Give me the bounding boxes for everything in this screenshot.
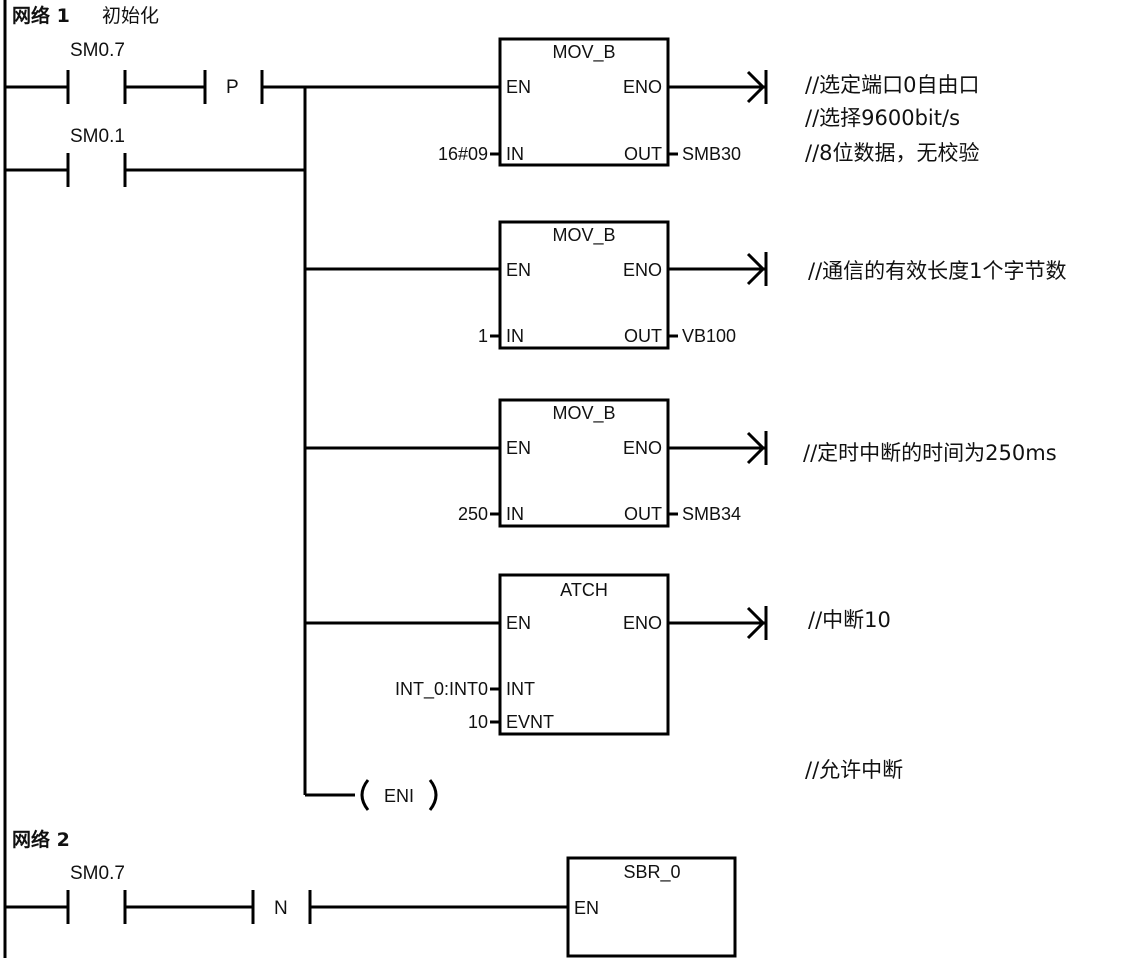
contact-sm0-7-label: SM0.7 xyxy=(70,40,125,61)
block-1-in-pin: IN xyxy=(506,144,524,164)
block-3-en: EN xyxy=(506,438,531,458)
atch-block-eno: ENO xyxy=(623,613,662,633)
mov-b-block-1[interactable] xyxy=(498,37,670,167)
eno-arrow-2 xyxy=(746,252,768,286)
atch-block-name: ATCH xyxy=(560,580,608,600)
block-2-eno: ENO xyxy=(623,260,662,280)
contact-sm0-7-n2-label: SM0.7 xyxy=(70,863,125,884)
eno-arrow-4 xyxy=(746,606,768,640)
block-3-eno: ENO xyxy=(623,438,662,458)
block-3-out-pin: OUT xyxy=(624,504,662,524)
block-2-out-value: VB100 xyxy=(682,326,736,346)
mov-b-block-2[interactable] xyxy=(498,220,670,350)
eni-coil-label: ENI xyxy=(384,786,414,806)
comment-comm-length: //通信的有效长度1个字节数 xyxy=(808,259,1067,283)
contact-sm0-1[interactable] xyxy=(66,153,127,187)
block-3-in-pin: IN xyxy=(506,504,524,524)
block-3-name: MOV_B xyxy=(552,403,615,424)
block-1-out-value: SMB30 xyxy=(682,144,741,164)
comment-data-bits: //8位数据，无校验 xyxy=(805,141,980,165)
sbr-0-name: SBR_0 xyxy=(623,862,680,883)
atch-block-int-pin: INT xyxy=(506,679,535,699)
network-1-title: 网络 1 xyxy=(12,4,70,27)
block-1-en: EN xyxy=(506,77,531,97)
negative-edge-label: N xyxy=(274,898,288,919)
sbr-0-block[interactable] xyxy=(566,856,737,958)
comment-baud-rate: //选择9600bit/s xyxy=(805,106,960,130)
atch-evnt-value: 10 xyxy=(468,712,488,732)
atch-block-en: EN xyxy=(506,613,531,633)
block-3-in-value: 250 xyxy=(458,504,488,524)
comment-enable-interrupt: //允许中断 xyxy=(805,758,903,782)
comment-interrupt-10: //中断10 xyxy=(808,608,891,632)
contact-sm0-7-network-2[interactable] xyxy=(66,890,127,924)
comment-select-port: //选定端口0自由口 xyxy=(805,73,980,97)
eni-coil[interactable] xyxy=(360,779,438,811)
block-2-in-value: 1 xyxy=(478,326,488,346)
block-1-name: MOV_B xyxy=(552,42,615,63)
contact-sm0-1-label: SM0.1 xyxy=(70,126,125,147)
network-2-title: 网络 2 xyxy=(12,828,70,851)
network-1-comment: 初始化 xyxy=(102,5,159,27)
comment-timer-interrupt: //定时中断的时间为250ms xyxy=(803,441,1057,465)
atch-block-evnt-pin: EVNT xyxy=(506,712,554,732)
block-1-eno: ENO xyxy=(623,77,662,97)
block-2-name: MOV_B xyxy=(552,225,615,246)
sbr-0-en: EN xyxy=(574,898,599,918)
block-3-out-value: SMB34 xyxy=(682,504,741,524)
atch-int-value: INT_0:INT0 xyxy=(395,679,488,700)
mov-b-block-3[interactable] xyxy=(498,398,670,528)
block-2-en: EN xyxy=(506,260,531,280)
block-1-in-value: 16#09 xyxy=(438,144,488,164)
eno-arrow-1 xyxy=(746,70,768,104)
contact-sm0-7[interactable] xyxy=(66,70,127,104)
block-2-out-pin: OUT xyxy=(624,326,662,346)
eno-arrow-3 xyxy=(746,431,768,465)
block-2-in-pin: IN xyxy=(506,326,524,346)
positive-edge-label: P xyxy=(226,77,239,98)
atch-block[interactable] xyxy=(498,573,670,736)
block-1-out-pin: OUT xyxy=(624,144,662,164)
